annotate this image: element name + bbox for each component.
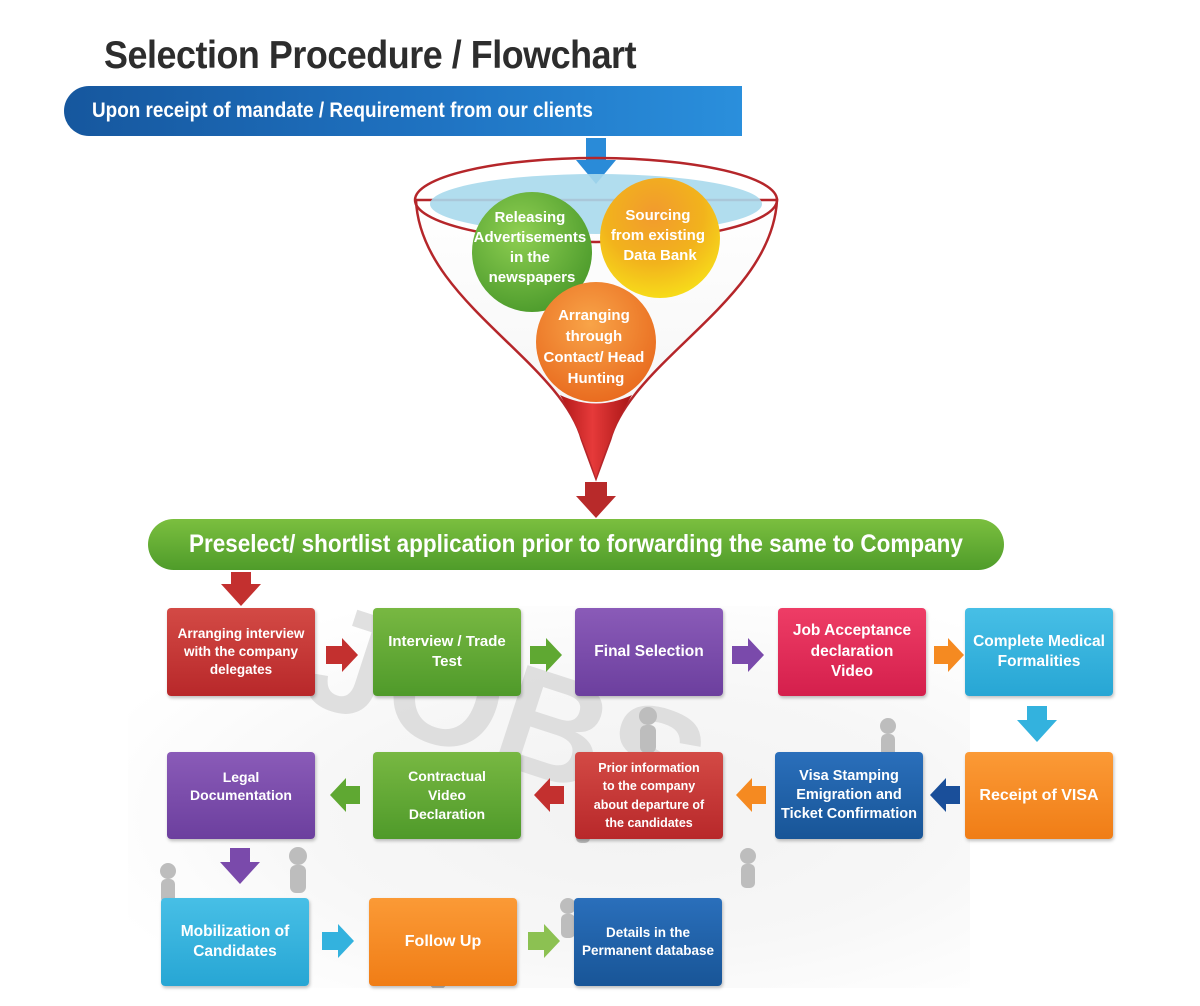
step-line: Video [428,787,466,804]
step-line: Video [831,663,873,681]
step-final-selection: Final Selection [575,608,723,696]
funnel-rim [413,156,779,244]
right-arrow-green-icon [528,924,560,958]
step-line: with the company [183,644,298,660]
step-line: Test [432,653,462,670]
page-title: Selection Procedure / Flowchart [104,34,637,77]
step-line: Declaration [408,805,486,822]
step-line: Receipt of VISA [979,786,1099,804]
right-arrow-cyan-icon [322,924,354,958]
step-line: the candidates [605,815,693,830]
step-mobilization: Mobilization of Candidates [161,898,309,986]
step-line: Prior information [598,761,700,776]
left-arrow-blue-icon [930,778,960,812]
right-arrow-purple-icon [732,638,764,672]
step-prior-information: Prior information to the company about dep… [575,752,723,839]
step-line: Interview / Trade [388,633,506,651]
circle-data-bank-label: Sourcing from existing Data Bank [611,207,709,264]
step-line: Visa Stamping [799,767,899,784]
down-arrow-red-icon [221,572,261,606]
right-arrow-orange-icon [934,638,964,672]
funnel-stem [560,395,632,478]
step-line: Details in the [605,925,691,941]
left-arrow-red-icon [534,778,564,812]
circle-head-hunting-label: Arranging through Contact/ Head Hunting [543,307,648,387]
step-line: Final Selection [594,642,704,660]
circle-data-bank [600,178,720,298]
step-line: Candidates [193,943,277,960]
left-arrow-green-icon [330,778,360,812]
step-line: to the company [602,779,696,794]
step-receipt-of-visa: Receipt of VISA [965,752,1113,839]
right-arrow-green-icon [530,638,562,672]
circle-advertisements [472,192,592,312]
mandate-banner-label: Upon receipt of mandate / Requirement fr… [92,99,593,122]
down-arrow-purple-icon [220,848,260,884]
step-line: delegates [209,661,273,677]
step-line: declaration [810,642,894,660]
step-line: Follow Up [404,933,482,951]
step-line: Mobilization of [180,922,290,940]
right-arrow-red-icon [326,638,358,672]
step-line: Arranging interview [177,626,305,642]
step-line: Job Acceptance [792,622,912,640]
shortlist-banner: Preselect/ shortlist application prior t… [148,519,1004,570]
circle-advertisements-label: Releasing Advertisements in the newspape… [474,209,591,286]
mandate-banner: Upon receipt of mandate / Requirement fr… [64,86,742,136]
step-line: Ticket Confirmation [781,806,917,823]
circle-head-hunting [536,282,656,402]
step-line: Formalities [997,653,1081,670]
step-line: Permanent database [581,943,715,958]
step-line: Complete Medical [973,632,1105,650]
down-arrow-blue-icon [576,138,616,184]
step-line: Documentation [190,787,292,804]
down-arrow-cyan-icon [1017,706,1057,742]
shortlist-banner-label: Preselect/ shortlist application prior t… [189,530,963,558]
step-line: Legal [222,769,260,785]
step-follow-up: Follow Up [369,898,517,986]
step-line: Contractual [408,768,486,785]
left-arrow-orange-icon [736,778,766,812]
down-arrow-red-icon [576,482,616,518]
step-line: Emigration and [796,786,902,803]
step-line: about departure of [593,797,705,812]
